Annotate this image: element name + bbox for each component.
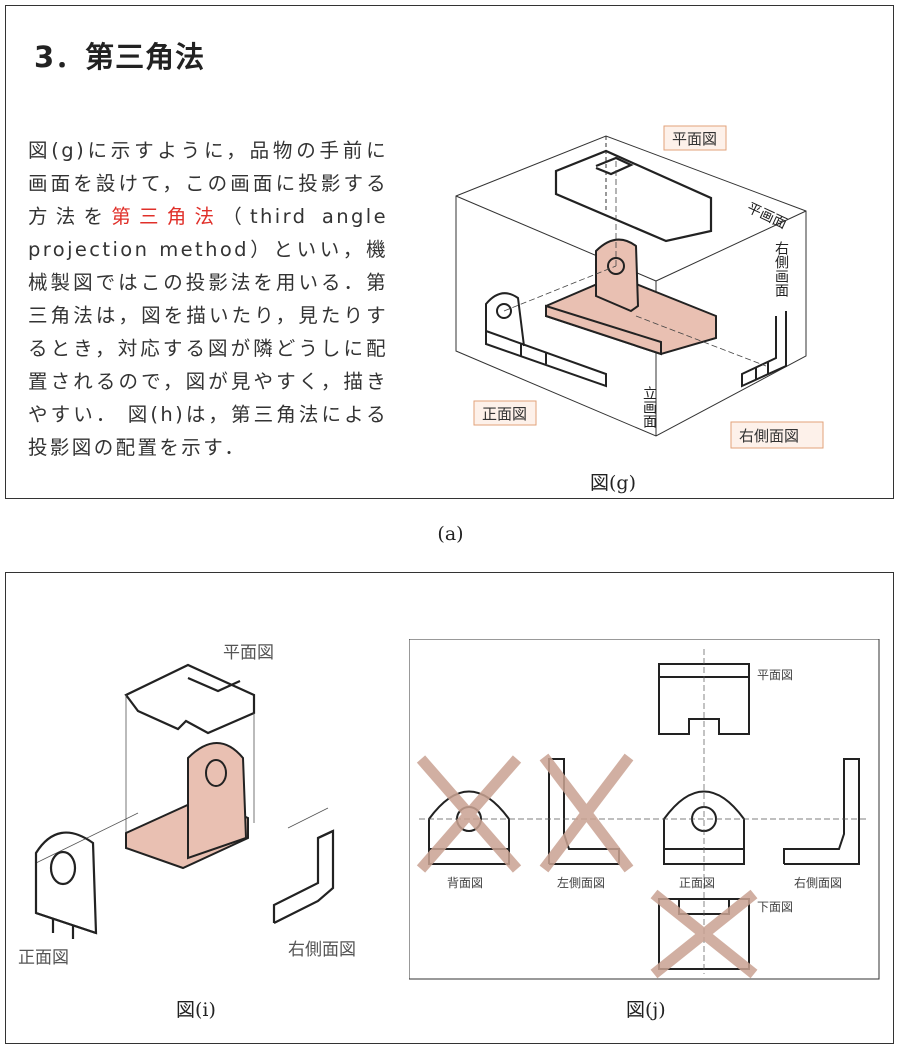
label-right-view: 右側面図 (794, 875, 842, 890)
body-text-before: 図(g)に示すように，品物の手前に画面を設けて，この画面に投影する方法を (28, 139, 388, 228)
section-body-text: 図(g)に示すように，品物の手前に画面を設けて，この画面に投影する方法を第三角法… (28, 134, 388, 464)
svg-text:右側面図: 右側面図 (739, 427, 799, 445)
body-text-after: （third angle projection method）といい，機械製図で… (28, 205, 388, 459)
fig-i-label-top: 平面図 (223, 643, 274, 663)
right-view-shape (272, 829, 335, 924)
panel-a-caption: (a) (437, 523, 464, 545)
plane-label-right: 右側画面 (773, 241, 789, 297)
svg-text:右側画面: 右側画面 (773, 241, 789, 297)
label-left-view: 左側面図 (557, 875, 605, 890)
svg-text:正面図: 正面図 (482, 405, 527, 423)
tag-front-view: 正面図 (473, 400, 537, 426)
svg-text:立画面: 立画面 (641, 386, 657, 428)
part-3d-colored (125, 742, 249, 870)
front-view-shape (34, 831, 98, 935)
figure-g-isometric-projection: 平画面 右側画面 立画面 平面図 正面図 右側面図 (455, 125, 824, 449)
figure-j-caption: 図(j) (626, 999, 666, 1021)
tag-top-view: 平面図 (663, 125, 727, 151)
fig-i-label-right: 右側面図 (288, 940, 356, 960)
top-view-block (124, 663, 256, 735)
panel-projection-views: 平面図 正面図 右側面図 図(i) (5, 572, 894, 1044)
third-angle-highlight: 第三角法 (111, 205, 223, 228)
figure-g-caption: 図(g) (590, 472, 636, 494)
section-title: 3．第三角法 (34, 40, 206, 74)
plane-label-front: 立画面 (641, 386, 657, 428)
label-top-view: 平面図 (757, 668, 793, 682)
view-top (658, 663, 750, 735)
top-view-on-plane (554, 149, 713, 243)
part-3d (545, 238, 717, 356)
tag-right-view: 右側面図 (730, 421, 824, 449)
figure-i-isometric: 平面図 正面図 右側面図 (18, 643, 356, 968)
label-back-view: 背面図 (447, 876, 483, 890)
cross-marks (416, 753, 758, 979)
right-view-on-plane (741, 311, 787, 388)
figure-i-caption: 図(i) (176, 999, 216, 1021)
figure-j-six-views: 平面図 背面図 左側面図 正面図 右側面図 下面図 (409, 639, 880, 980)
plane-label-top: 平画面 (744, 200, 789, 232)
label-front-view: 正面図 (679, 876, 715, 890)
view-right (783, 758, 860, 865)
label-bottom-view: 下面図 (757, 900, 793, 914)
fig-i-label-front: 正面図 (18, 948, 69, 968)
svg-text:平面図: 平面図 (672, 130, 717, 148)
panel-third-angle-explanation: 3．第三角法 図(g)に示すように，品物の手前に画面を設けて，この画面に投影する… (5, 5, 894, 499)
front-view-on-plane (485, 292, 607, 388)
view-back (428, 790, 510, 865)
